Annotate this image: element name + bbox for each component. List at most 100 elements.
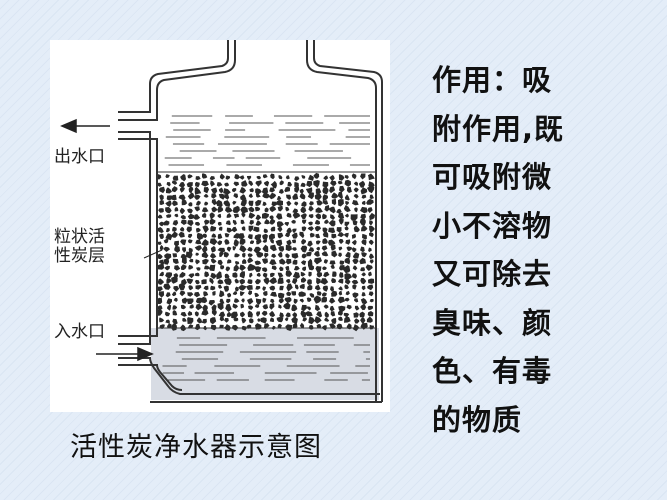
carbon-granule bbox=[172, 310, 178, 316]
carbon-granule bbox=[315, 233, 321, 239]
carbon-granule bbox=[359, 180, 366, 188]
carbon-granule bbox=[286, 283, 293, 292]
carbon-granule bbox=[180, 264, 187, 270]
carbon-granule bbox=[308, 271, 312, 277]
carbon-granule bbox=[262, 304, 269, 310]
carbon-granule bbox=[159, 186, 165, 194]
carbon-granule bbox=[354, 298, 359, 303]
carbon-granule bbox=[337, 180, 343, 185]
carbon-granule bbox=[353, 194, 359, 199]
carbon-granule bbox=[239, 175, 245, 180]
carbon-granule bbox=[369, 253, 375, 260]
carbon-granule bbox=[201, 233, 208, 238]
carbon-granule bbox=[254, 266, 262, 273]
carbon-granule bbox=[209, 253, 217, 259]
carbon-granule bbox=[188, 264, 194, 270]
carbon-granule bbox=[316, 291, 322, 296]
carbon-granule bbox=[256, 311, 260, 317]
carbon-granule bbox=[165, 200, 172, 207]
carbon-granule bbox=[331, 192, 339, 199]
carbon-granule bbox=[178, 181, 186, 189]
carbon-granule bbox=[353, 312, 359, 318]
carbon-granule bbox=[240, 194, 247, 201]
carbon-granule bbox=[172, 318, 178, 325]
carbon-granule bbox=[246, 285, 253, 290]
carbon-granule bbox=[196, 200, 201, 206]
carbon-granule bbox=[211, 187, 218, 194]
carbon-granule bbox=[262, 272, 268, 279]
carbon-granule bbox=[283, 302, 291, 310]
carbon-granule bbox=[315, 213, 322, 220]
carbon-granule bbox=[249, 188, 254, 193]
carbon-granule bbox=[299, 192, 306, 200]
carbon-granule bbox=[209, 212, 215, 220]
carbon-granule bbox=[172, 253, 178, 258]
carbon-granule bbox=[369, 232, 374, 238]
carbon-granule bbox=[211, 304, 217, 312]
carbon-granule bbox=[172, 220, 179, 226]
carbon-granule bbox=[354, 318, 360, 324]
carbon-granule bbox=[322, 231, 329, 238]
carbon-granule bbox=[330, 244, 336, 251]
carbon-granule bbox=[209, 277, 214, 285]
carbon-granule bbox=[329, 305, 335, 312]
carbon-granule bbox=[231, 226, 238, 233]
carbon-granule bbox=[180, 304, 186, 310]
carbon-granule bbox=[309, 201, 314, 206]
carbon-granule bbox=[224, 278, 232, 286]
carbon-granule bbox=[291, 253, 299, 259]
carbon-granule bbox=[186, 182, 193, 188]
carbon-granule bbox=[187, 317, 194, 324]
carbon-granule bbox=[344, 179, 351, 187]
carbon-granule bbox=[338, 238, 344, 244]
carbon-granule bbox=[338, 278, 344, 284]
carbon-granule bbox=[276, 199, 283, 206]
carbon-granule bbox=[156, 286, 163, 292]
carbon-granule bbox=[366, 316, 373, 323]
outlet-label: 出水口 bbox=[54, 147, 105, 167]
carbon-granule bbox=[241, 317, 247, 324]
carbon-granule bbox=[234, 253, 240, 258]
carbon-granule bbox=[360, 298, 368, 305]
carbon-granule bbox=[204, 265, 210, 270]
carbon-granule bbox=[294, 182, 299, 187]
carbon-granule bbox=[328, 206, 336, 214]
carbon-granule bbox=[240, 206, 248, 214]
carbon-granule bbox=[255, 193, 261, 198]
carbon-granule bbox=[201, 279, 207, 285]
carbon-granule bbox=[247, 257, 254, 263]
carbon-granule bbox=[314, 225, 321, 232]
carbon-granule bbox=[165, 187, 172, 194]
carbon-granule bbox=[201, 296, 208, 304]
carbon-granule bbox=[181, 297, 188, 304]
carbon-granule bbox=[315, 207, 323, 213]
carbon-granule bbox=[291, 316, 298, 324]
carbon-granule bbox=[286, 194, 292, 200]
carbon-granule bbox=[307, 192, 314, 200]
carbon-granule bbox=[166, 214, 172, 218]
carbon-granule bbox=[203, 285, 209, 291]
carbon-granule bbox=[249, 272, 253, 278]
carbon-granule bbox=[292, 211, 301, 219]
carbon-granule bbox=[202, 225, 209, 234]
carbon-granule bbox=[351, 239, 357, 246]
carbon-granule bbox=[308, 264, 314, 271]
carbon-granule bbox=[195, 285, 202, 290]
carbon-granule bbox=[315, 266, 322, 273]
carbon-granule bbox=[277, 277, 284, 284]
carbon-granule bbox=[232, 272, 238, 278]
carbon-granule bbox=[179, 226, 185, 232]
carbon-granule bbox=[254, 292, 260, 298]
carbon-granule bbox=[366, 185, 375, 194]
carbon-granule bbox=[165, 272, 173, 279]
carbon-granule bbox=[345, 290, 350, 296]
carbon-granule bbox=[187, 220, 194, 227]
carbon-granule bbox=[361, 239, 367, 246]
inlet-label: 入水口 bbox=[54, 322, 105, 342]
carbon-granule bbox=[285, 270, 293, 277]
carbon-granule bbox=[159, 317, 165, 323]
carbon-granule bbox=[330, 180, 337, 186]
carbon-granule bbox=[367, 207, 373, 213]
carbon-granule bbox=[367, 173, 375, 181]
carbon-granule bbox=[209, 238, 218, 246]
